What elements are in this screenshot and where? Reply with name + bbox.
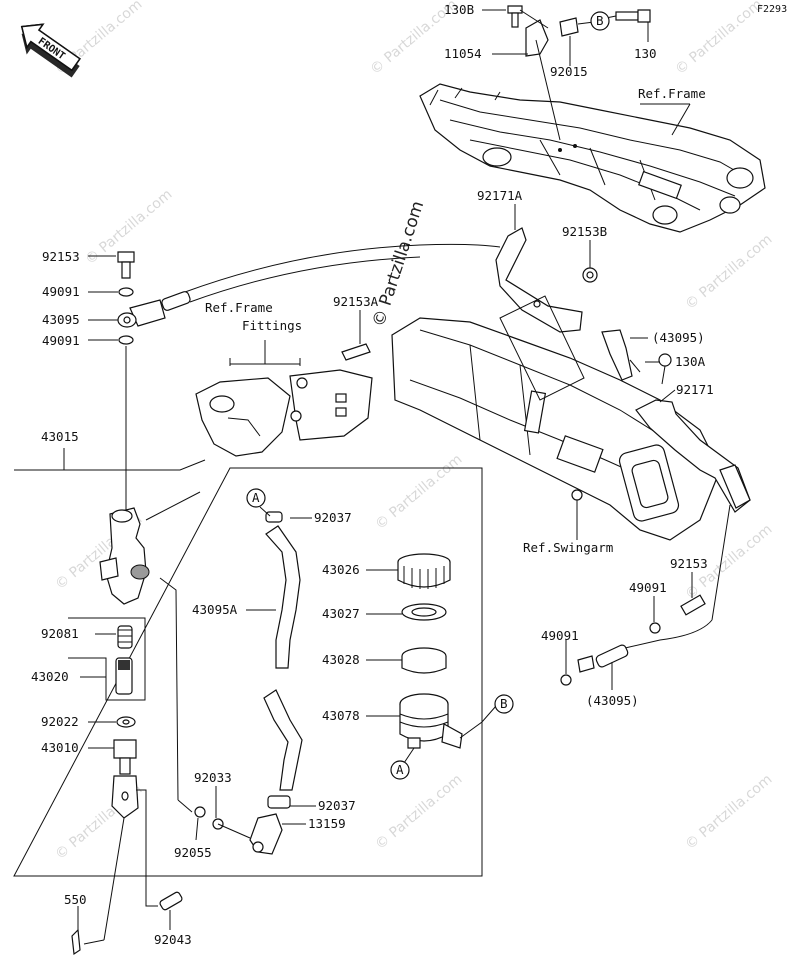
hose-43095a <box>194 511 303 855</box>
label-49091: 49091 <box>42 333 80 348</box>
label-92153: 92153 <box>42 249 80 264</box>
reservoir-stack <box>397 553 497 767</box>
label-92022: 92022 <box>41 714 79 729</box>
frame-illustration <box>419 83 766 233</box>
label-43095-paren: (43095) <box>652 330 705 345</box>
label-92081: 92081 <box>41 626 79 641</box>
label-92153b: 92153B <box>562 224 607 239</box>
pushrod-assembly <box>103 716 158 941</box>
circle-a-label: A <box>252 490 260 505</box>
watermark: © Partzilla.com <box>682 771 775 853</box>
label-43078: 43078 <box>322 708 360 723</box>
bracket-92171a <box>495 227 585 401</box>
watermark: © Partzilla.com <box>372 451 465 533</box>
circle-b-label: B <box>500 696 508 711</box>
master-cylinder <box>99 346 201 813</box>
label-550: 550 <box>64 892 87 907</box>
label-130: 130 <box>634 46 657 61</box>
label-92037: 92037 <box>314 510 352 525</box>
label-130a: 130A <box>675 354 706 369</box>
label-130b: 130B <box>444 2 474 17</box>
label-ref-frame-fittings: Ref.Frame <box>205 300 273 315</box>
label-92015: 92015 <box>550 64 588 79</box>
circle-a-label: A <box>396 762 404 777</box>
right-lower-fitting <box>560 594 706 686</box>
diagram-code: F2293 <box>757 4 787 15</box>
label-92171a: 92171A <box>477 188 523 203</box>
label-92037: 92037 <box>318 798 356 813</box>
left-top-hose <box>117 243 501 345</box>
label-43027: 43027 <box>322 606 360 621</box>
label-49091: 49091 <box>541 628 579 643</box>
label-92153a: 92153A <box>333 294 379 309</box>
label-43095a: 43095A <box>192 602 238 617</box>
label-ref-frame: Ref.Frame <box>638 86 706 101</box>
assembly-outline-43015 <box>13 448 483 877</box>
circle-markers: A A B <box>246 488 514 780</box>
bracket-92171 <box>635 399 751 513</box>
label-92171: 92171 <box>676 382 714 397</box>
label-43028: 43028 <box>322 652 360 667</box>
watermark: © Partzilla.com <box>672 0 765 78</box>
front-arrow-icon: FRONT <box>20 23 81 78</box>
label-ref-swingarm: Ref.Swingarm <box>523 540 613 555</box>
label-43020: 43020 <box>31 669 69 684</box>
hose-43095-right <box>601 329 641 381</box>
label-13159: 13159 <box>308 816 346 831</box>
label-49091: 49091 <box>629 580 667 595</box>
label-43010: 43010 <box>41 740 79 755</box>
piston-set-43020 <box>68 617 146 701</box>
label-43095-paren: (43095) <box>586 693 639 708</box>
part-labels: 130B 11054 92015 130 Ref.Frame 92171A 92… <box>31 2 714 947</box>
circle-b-label: B <box>596 13 604 28</box>
label-92033: 92033 <box>194 770 232 785</box>
watermark: © Partzilla.com <box>682 231 775 313</box>
top-fasteners: B <box>507 5 651 57</box>
bolt-130a <box>658 353 672 385</box>
label-92153: 92153 <box>670 556 708 571</box>
bolt-92153b <box>582 267 598 283</box>
label-49091: 49091 <box>42 284 80 299</box>
swingarm-illustration <box>391 317 721 541</box>
label-92043: 92043 <box>154 932 192 947</box>
cotter-pin-550 <box>71 928 105 956</box>
label-43026: 43026 <box>322 562 360 577</box>
leader-lines <box>77 9 693 930</box>
label-92055: 92055 <box>174 845 212 860</box>
frame-fittings <box>195 340 373 457</box>
label-43015: 43015 <box>41 429 79 444</box>
watermark-center: © Partzilla.com <box>369 199 429 330</box>
label-ref-frame-fittings: Fittings <box>242 318 302 333</box>
label-43095: 43095 <box>42 312 80 327</box>
watermark: © Partzilla.com <box>372 771 465 853</box>
clevis-pin-92043 <box>159 891 183 911</box>
label-11054: 11054 <box>444 46 482 61</box>
